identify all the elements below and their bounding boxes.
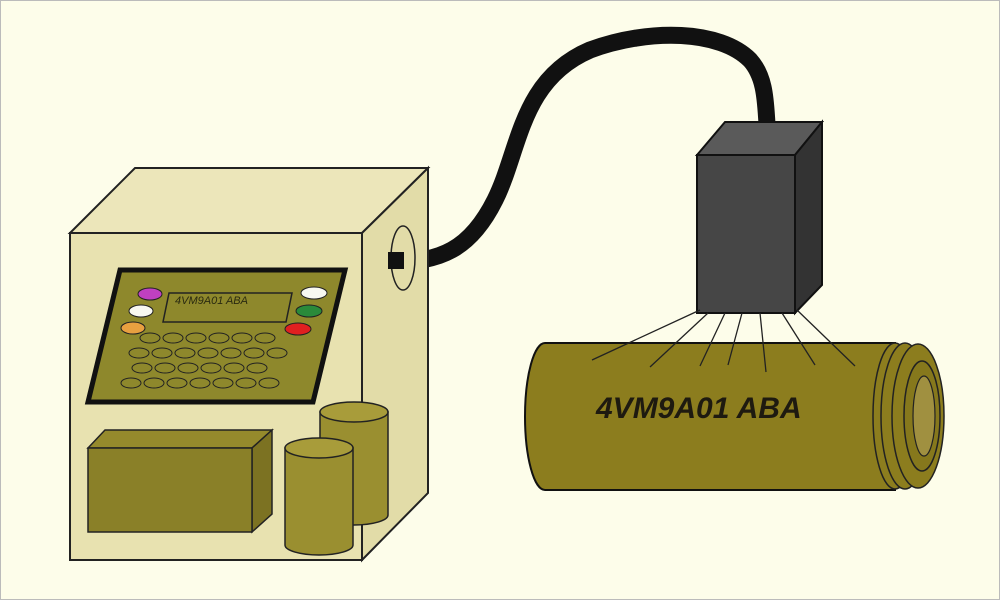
keypad-key[interactable] bbox=[189, 377, 211, 389]
ink-block-side bbox=[251, 428, 273, 534]
printer-unit: 4VM9A01 ABA bbox=[67, 165, 431, 563]
red-button[interactable] bbox=[284, 322, 312, 336]
keypad-key[interactable] bbox=[166, 377, 188, 389]
keypad-key[interactable] bbox=[128, 347, 150, 359]
cylinder-front bbox=[284, 437, 354, 556]
keypad-key[interactable] bbox=[208, 332, 230, 344]
keypad-key[interactable] bbox=[174, 347, 196, 359]
keypad-key[interactable] bbox=[177, 362, 199, 374]
print-head bbox=[694, 119, 825, 316]
cable bbox=[383, 26, 777, 271]
keypad bbox=[120, 332, 288, 389]
keypad-key[interactable] bbox=[185, 332, 207, 344]
white-button-left[interactable] bbox=[128, 304, 154, 318]
print-head-front bbox=[696, 154, 796, 314]
print-head-side bbox=[794, 119, 823, 316]
keypad-key[interactable] bbox=[197, 347, 219, 359]
green-button[interactable] bbox=[295, 304, 323, 318]
keypad-key[interactable] bbox=[120, 377, 142, 389]
ink-block bbox=[87, 447, 253, 533]
keypad-key[interactable] bbox=[131, 362, 153, 374]
panel-display-text: 4VM9A01 ABA bbox=[175, 295, 248, 307]
keypad-key[interactable] bbox=[235, 377, 257, 389]
keypad-key[interactable] bbox=[139, 332, 161, 344]
magenta-button[interactable] bbox=[137, 287, 163, 301]
keypad-key[interactable] bbox=[254, 332, 276, 344]
keypad-key[interactable] bbox=[200, 362, 222, 374]
ink-block-top bbox=[86, 429, 274, 449]
keypad-key[interactable] bbox=[231, 332, 253, 344]
keypad-key[interactable] bbox=[212, 377, 234, 389]
print-rays bbox=[591, 309, 856, 373]
keypad-key[interactable] bbox=[162, 332, 184, 344]
keypad-key[interactable] bbox=[220, 347, 242, 359]
panel-display bbox=[162, 292, 293, 323]
orange-button[interactable] bbox=[120, 321, 146, 335]
keypad-key[interactable] bbox=[154, 362, 176, 374]
keypad-key[interactable] bbox=[258, 377, 280, 389]
keypad-key[interactable] bbox=[223, 362, 245, 374]
keypad-key[interactable] bbox=[143, 377, 165, 389]
product-marking-text: 4VM9A01 ABA bbox=[595, 392, 802, 425]
keypad-key[interactable] bbox=[243, 347, 265, 359]
product-cylinder: 4VM9A01 ABA bbox=[524, 342, 945, 491]
cable-plug bbox=[388, 252, 404, 269]
keypad-key[interactable] bbox=[266, 347, 288, 359]
keypad-key[interactable] bbox=[151, 347, 173, 359]
white-button-right[interactable] bbox=[300, 286, 328, 300]
keypad-key[interactable] bbox=[246, 362, 268, 374]
